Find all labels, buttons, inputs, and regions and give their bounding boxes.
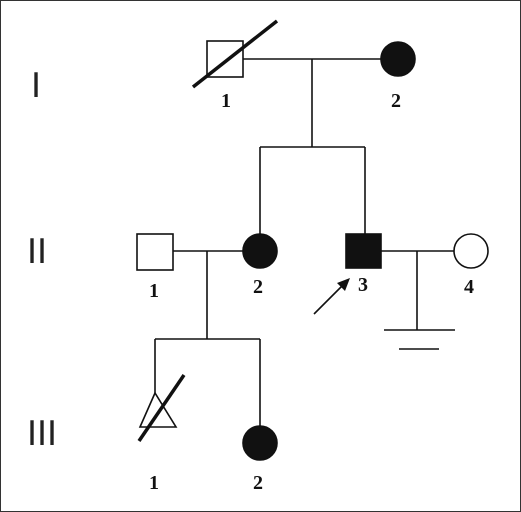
individual-I-2: [380, 41, 416, 77]
individual-II-3: [345, 233, 382, 269]
deceased-slash: [191, 19, 279, 89]
id-label-II-3: 3: [358, 274, 368, 296]
proband-arrow-head: [337, 278, 350, 291]
id-label-III-2: 2: [253, 472, 263, 494]
individual-III-1: [137, 374, 186, 442]
individual-III-2: [242, 425, 278, 461]
deceased-slash: [137, 374, 186, 442]
generation-label-II: II: [27, 232, 47, 272]
id-label-II-1: 1: [149, 280, 159, 302]
generation-label-III: III: [27, 414, 57, 454]
id-label-I-1: 1: [221, 90, 231, 112]
generation-label-I: I: [31, 66, 41, 106]
no-offspring-symbol: [384, 251, 455, 350]
id-label-III-1: 1: [149, 472, 159, 494]
id-label-I-2: 2: [391, 90, 401, 112]
individual-II-4: [453, 233, 489, 269]
individual-I-1: [191, 19, 279, 89]
id-label-II-4: 4: [464, 276, 474, 298]
individual-II-2: [242, 233, 278, 269]
individual-II-1: [136, 233, 174, 271]
proband-arrow-shaft: [313, 283, 345, 315]
id-label-II-2: 2: [253, 276, 263, 298]
pregnancy-loss-triangle: [138, 391, 178, 428]
proband-arrow: [313, 278, 350, 315]
